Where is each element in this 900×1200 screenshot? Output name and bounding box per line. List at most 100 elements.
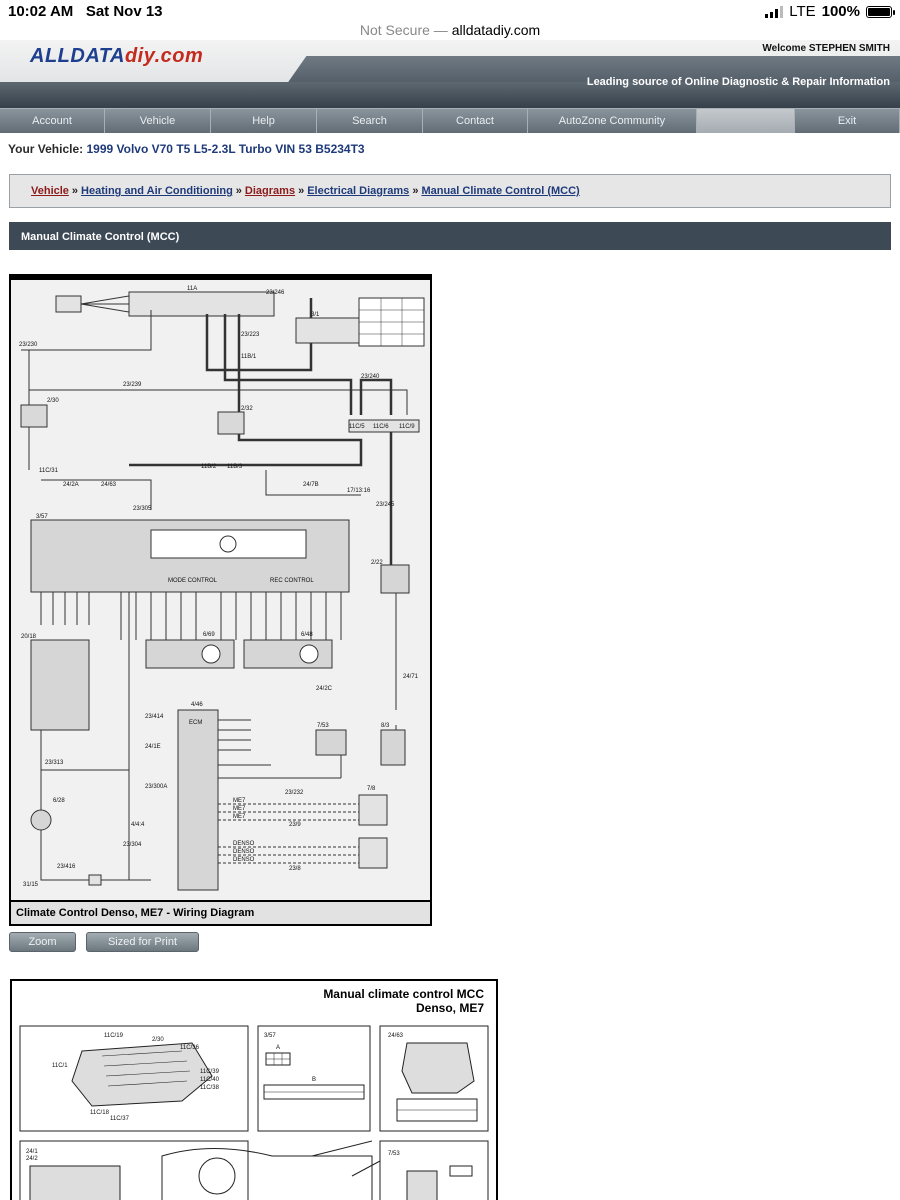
nav-autozone-community[interactable]: AutoZone Community xyxy=(528,109,697,133)
breadcrumb-vehicle[interactable]: Vehicle xyxy=(31,185,69,197)
svg-text:11C/5: 11C/5 xyxy=(349,424,365,430)
svg-text:ME7: ME7 xyxy=(233,806,246,812)
vehicle-line: Your Vehicle: 1999 Volvo V70 T5 L5-2.3L … xyxy=(8,142,365,156)
nav-help[interactable]: Help xyxy=(211,109,317,133)
component-diagram-image: 11C/19 2/30 11C/36 11C/1 11C/39 11C/40 1… xyxy=(19,1025,489,1200)
breadcrumb-mcc[interactable]: Manual Climate Control (MCC) xyxy=(421,185,580,197)
nav-search[interactable]: Search xyxy=(317,109,423,133)
svg-text:24/2: 24/2 xyxy=(26,1156,38,1162)
svg-text:11C/1: 11C/1 xyxy=(52,1063,68,1069)
breadcrumb-electrical-diagrams[interactable]: Electrical Diagrams xyxy=(307,185,410,197)
svg-text:23/416: 23/416 xyxy=(57,864,76,870)
svg-text:7/8: 7/8 xyxy=(367,786,376,792)
address-bar[interactable]: Not Secure — alldatadiy.com xyxy=(359,22,541,38)
wiring-diagram-image: 11A 23/246 3/1 23/223 11B/1 23/230 23/23… xyxy=(11,280,430,902)
svg-text:23/414: 23/414 xyxy=(145,714,164,720)
svg-text:6/28: 6/28 xyxy=(53,798,65,804)
svg-text:2/30: 2/30 xyxy=(47,398,59,404)
label-fuse: 11A xyxy=(187,286,197,292)
section-title: Manual Climate Control (MCC) xyxy=(9,222,891,250)
svg-text:11C/9: 11C/9 xyxy=(399,424,415,430)
svg-text:3/57: 3/57 xyxy=(36,514,48,520)
header-band xyxy=(0,82,900,108)
svg-text:ME7: ME7 xyxy=(233,814,246,820)
svg-text:24/71: 24/71 xyxy=(403,674,419,680)
svg-text:23/240: 23/240 xyxy=(361,374,380,380)
svg-text:ME7: ME7 xyxy=(233,798,246,804)
svg-text:7/53: 7/53 xyxy=(317,723,329,729)
component-diagram-title: Manual climate control MCC Denso, ME7 xyxy=(323,987,484,1015)
svg-text:23/245: 23/245 xyxy=(376,502,395,508)
svg-text:2/30: 2/30 xyxy=(152,1037,164,1043)
svg-text:DENSO: DENSO xyxy=(233,841,255,847)
svg-text:11C/19: 11C/19 xyxy=(104,1033,124,1039)
nav-vehicle[interactable]: Vehicle xyxy=(105,109,211,133)
svg-text:REC CONTROL: REC CONTROL xyxy=(270,578,314,584)
ios-status-bar: 10:02 AM Sat Nov 13 LTE 100% xyxy=(0,0,900,22)
vehicle-name: 1999 Volvo V70 T5 L5-2.3L Turbo VIN 53 B… xyxy=(86,142,365,156)
battery-percent: 100% xyxy=(821,3,860,20)
svg-text:24/1: 24/1 xyxy=(26,1149,38,1155)
svg-text:7/53: 7/53 xyxy=(388,1151,400,1157)
svg-text:4/46: 4/46 xyxy=(191,702,203,708)
svg-text:11C/39: 11C/39 xyxy=(200,1069,220,1075)
svg-text:4/4:4: 4/4:4 xyxy=(131,822,145,828)
tagline: Leading source of Online Diagnostic & Re… xyxy=(586,76,890,88)
svg-text:20/18: 20/18 xyxy=(21,634,37,640)
site-header: ALLDATAdiy.com Welcome STEPHEN SMITH Lea… xyxy=(0,40,900,108)
clock: 10:02 AM Sat Nov 13 xyxy=(8,3,163,20)
svg-text:11B/1: 11B/1 xyxy=(241,354,257,360)
svg-text:24/63: 24/63 xyxy=(101,482,117,488)
breadcrumb: Vehicle»Heating and Air Conditioning»Dia… xyxy=(9,174,891,208)
breadcrumb-heating-ac[interactable]: Heating and Air Conditioning xyxy=(81,185,233,197)
svg-text:MODE CONTROL: MODE CONTROL xyxy=(168,578,218,584)
svg-text:11C/18: 11C/18 xyxy=(90,1110,110,1116)
svg-text:8/3: 8/3 xyxy=(381,723,390,729)
svg-text:11C/37: 11C/37 xyxy=(110,1116,130,1122)
main-nav: Account Vehicle Help Search Contact Auto… xyxy=(0,108,900,133)
wiring-diagram[interactable]: 11A 23/246 3/1 23/223 11B/1 23/230 23/23… xyxy=(9,274,432,926)
svg-text:23/230: 23/230 xyxy=(19,342,38,348)
svg-text:31/15: 31/15 xyxy=(23,882,39,888)
domain-label: alldatadiy.com xyxy=(451,22,541,38)
svg-text:23/304: 23/304 xyxy=(123,842,142,848)
sized-for-print-button[interactable]: Sized for Print xyxy=(86,932,199,952)
svg-text:23/239: 23/239 xyxy=(123,382,142,388)
breadcrumb-diagrams[interactable]: Diagrams xyxy=(244,185,296,197)
svg-text:6/69: 6/69 xyxy=(203,632,215,638)
svg-text:24/2C: 24/2C xyxy=(316,686,333,692)
svg-text:23/246: 23/246 xyxy=(266,290,285,296)
battery-icon xyxy=(866,5,895,18)
network-type: LTE xyxy=(789,3,816,20)
svg-text:2/22: 2/22 xyxy=(371,560,383,566)
svg-text:23/223: 23/223 xyxy=(241,332,260,338)
svg-text:11B/2: 11B/2 xyxy=(201,464,217,470)
svg-text:6/48: 6/48 xyxy=(301,632,313,638)
zoom-button[interactable]: Zoom xyxy=(9,932,76,952)
svg-text:B: B xyxy=(312,1077,316,1083)
svg-text:23/300A: 23/300A xyxy=(145,784,167,790)
svg-text:DENSO: DENSO xyxy=(233,849,255,855)
nav-account[interactable]: Account xyxy=(0,109,105,133)
svg-text:11B/3: 11B/3 xyxy=(227,464,243,470)
status-indicators: LTE 100% xyxy=(765,3,895,20)
nav-blank xyxy=(697,109,795,133)
component-locator-diagram[interactable]: Manual climate control MCC Denso, ME7 xyxy=(10,979,498,1200)
site-logo[interactable]: ALLDATAdiy.com xyxy=(30,45,204,67)
svg-text:23/8: 23/8 xyxy=(289,866,301,872)
security-label: Not Secure xyxy=(359,22,430,38)
svg-text:11C/38: 11C/38 xyxy=(200,1085,220,1091)
svg-text:11C/31: 11C/31 xyxy=(39,468,59,474)
svg-text:DENSO: DENSO xyxy=(233,857,255,863)
signal-icon xyxy=(765,5,784,18)
svg-text:17/13:16: 17/13:16 xyxy=(347,488,371,494)
diagram-caption: Climate Control Denso, ME7 - Wiring Diag… xyxy=(11,900,430,924)
svg-text:3/1: 3/1 xyxy=(311,312,320,318)
svg-text:3/57: 3/57 xyxy=(264,1033,276,1039)
svg-text:24/1E: 24/1E xyxy=(145,744,161,750)
svg-text:24/2A: 24/2A xyxy=(63,482,79,488)
nav-exit[interactable]: Exit xyxy=(795,109,900,133)
svg-text:24/7B: 24/7B xyxy=(303,482,319,488)
nav-contact[interactable]: Contact xyxy=(423,109,528,133)
svg-text:23/9: 23/9 xyxy=(289,822,301,828)
